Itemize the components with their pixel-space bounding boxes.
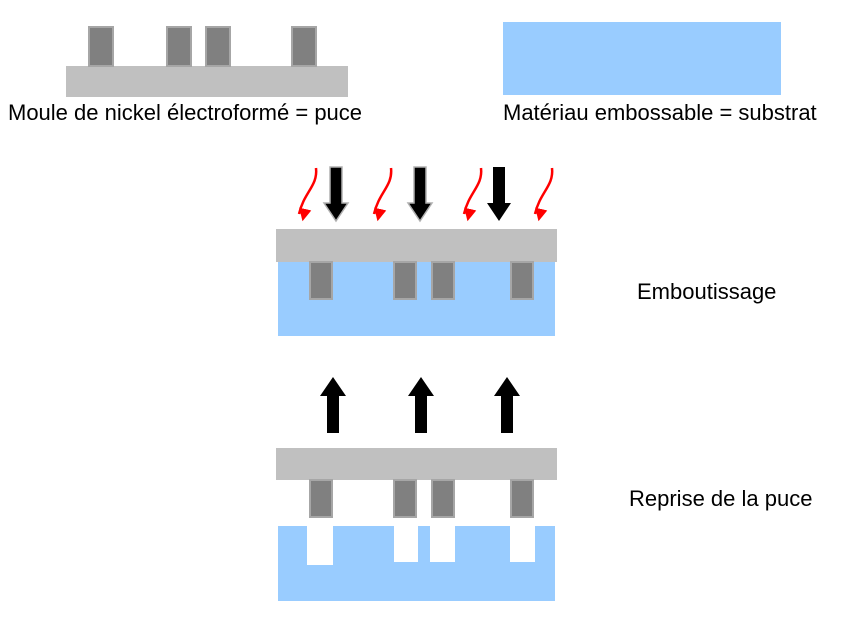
mold-pillar [510,261,534,300]
mold-pillar [309,261,333,300]
mold-pillar [510,479,534,518]
force-arrow [406,166,434,223]
legend-mold: Moule de nickel électroformé = puce [8,26,362,125]
step-demolding-label: Reprise de la puce [629,486,812,511]
legend-substrate-label: Matériau embossable = substrat [503,100,817,125]
mold-pillar [431,261,455,300]
force-arrow [322,166,350,223]
legend-substrate: Matériau embossable = substrat [503,22,817,125]
mold-pillar [431,479,455,518]
step-embossing-label: Emboutissage [637,279,776,304]
legend-mold-pillar [166,26,192,67]
mold-pillar [393,479,417,518]
mold-plate [276,229,557,262]
legend-substrate-block [503,22,781,95]
mold-pillar [309,479,333,518]
legend-mold-plate [66,66,348,97]
mold-plate [276,448,557,480]
flow-arrow [533,167,554,222]
lift-arrow [408,377,434,433]
step-demolding: Reprise de la puce [276,377,812,601]
legend-mold-pillar [88,26,114,67]
legend-mold-label: Moule de nickel électroformé = puce [8,100,362,125]
flow-arrow [297,167,318,222]
flow-arrow [372,167,393,222]
legend-mold-pillar [291,26,317,67]
force-arrow [487,167,511,221]
lift-arrow [494,377,520,433]
legend-mold-pillar [205,26,231,67]
lift-arrow [320,377,346,433]
flow-arrow [462,167,483,222]
step-embossing: Emboutissage [276,166,776,336]
mold-pillar [393,261,417,300]
embossed-substrate [278,526,555,601]
